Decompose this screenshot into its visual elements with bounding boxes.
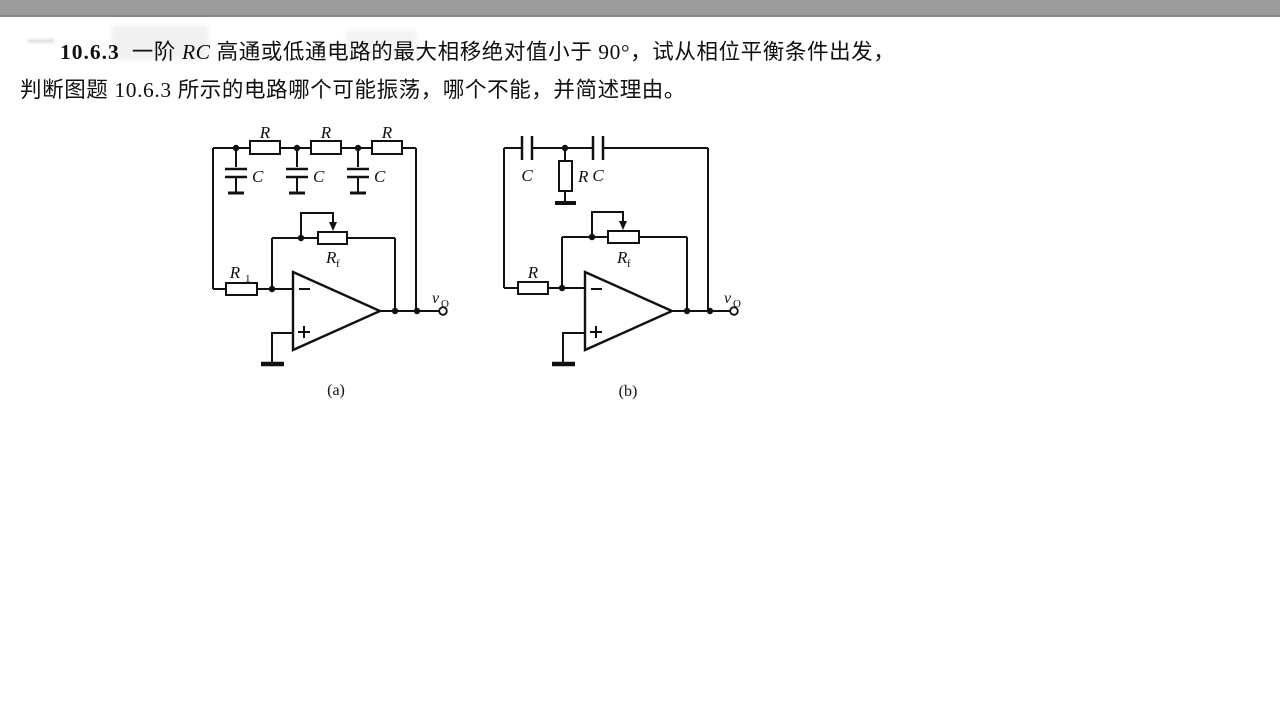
noninverting-input-sign <box>590 326 602 338</box>
potentiometer-rf-b: R f <box>591 211 640 270</box>
label-r1-sub: 1 <box>245 273 251 285</box>
capacitor-c-1 <box>225 148 247 195</box>
label-rf-sub: f <box>627 258 631 270</box>
label-rf-main: R <box>616 248 628 267</box>
wiper-arrow-icon <box>619 221 627 230</box>
problem-line-2: 判断图题 10.6.3 所示的电路哪个可能振荡，哪个不能，并简述理由。 <box>20 78 687 102</box>
capacitor-right <box>591 136 605 160</box>
label-r-in: R <box>527 263 539 282</box>
resistor-r-1 <box>249 140 281 155</box>
label-c2: C <box>313 167 325 186</box>
label-vo-sub: O <box>733 298 741 310</box>
problem-number: 10.6.3 <box>60 40 120 64</box>
noninverting-input-sign <box>298 326 310 338</box>
wiper-arrow-icon <box>329 222 337 231</box>
label-c-right: C <box>592 166 604 185</box>
circuit-a: R R R C C C R f R 1 <box>212 123 449 399</box>
problem-text-post: 高通或低通电路的最大相移绝对值小于 90°，试从相位平衡条件出发， <box>210 40 896 64</box>
resistor-r-input: R <box>517 263 549 295</box>
label-c3: C <box>374 167 386 186</box>
label-c1: C <box>252 167 264 186</box>
titlebar <box>0 0 1280 17</box>
junction-dots-b <box>558 144 714 315</box>
label-vo-main: v <box>724 290 732 307</box>
output-terminal-a: v O <box>432 290 449 316</box>
label-vo-main: v <box>432 290 440 307</box>
caption-a: (a) <box>327 382 345 399</box>
label-r-shunt: R <box>577 167 589 186</box>
capacitor-left <box>520 136 534 160</box>
rc-ladder: R R R C C C <box>225 123 403 195</box>
label-r1-top: R <box>259 123 271 142</box>
label-rf-sub: f <box>336 258 340 270</box>
capacitor-c-2 <box>286 148 308 195</box>
label-r1-main: R <box>229 263 241 282</box>
junction-dots-a <box>232 144 421 315</box>
problem-text-rc: RC <box>181 40 211 64</box>
label-r2-top: R <box>320 123 332 142</box>
circuit-figure: R R R C C C R f R 1 <box>212 123 741 400</box>
label-c-left: C <box>521 166 533 185</box>
watermark-artifact <box>28 39 54 43</box>
resistor-r-2 <box>310 140 342 155</box>
problem-text-pre: 一阶 <box>131 40 182 64</box>
label-rf-main: R <box>325 248 337 267</box>
resistor-r-3 <box>371 140 403 155</box>
circuit-b: C R C R f R <box>503 136 741 400</box>
output-terminal-b: v O <box>724 290 741 316</box>
resistor-r1-input: R 1 <box>225 263 258 296</box>
opamp-b <box>552 270 675 367</box>
label-vo-sub: O <box>441 298 449 310</box>
resistor-r-shunt <box>555 148 576 205</box>
problem-line-1: 10.6.3 一阶 RC 高通或低通电路的最大相移绝对值小于 90°，试从相位平衡… <box>60 35 895 66</box>
capacitor-c-3 <box>347 148 369 195</box>
opamp-a <box>261 270 383 367</box>
label-r3-top: R <box>381 123 393 142</box>
potentiometer-rf-a: R f <box>300 212 348 270</box>
cr-network: C R C <box>520 136 605 205</box>
caption-b: (b) <box>619 383 638 400</box>
